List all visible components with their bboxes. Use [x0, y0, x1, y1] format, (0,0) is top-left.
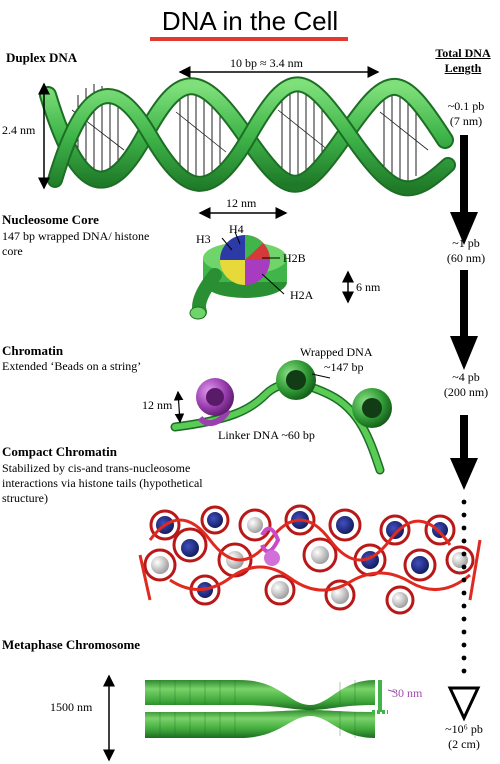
page-title: DNA in the Cell: [161, 6, 339, 36]
chromatin-title: Chromatin: [2, 343, 64, 358]
duplex-bp-label: 10 bp ≈ 3.4 nm: [230, 56, 303, 70]
duplex-length: ~0.1 pb (7 nm): [434, 99, 498, 129]
metaphase-chromosome: [103, 674, 396, 762]
wrapped-dna-label: Wrapped DNA: [300, 345, 373, 359]
histone-label-h4: H4: [229, 222, 244, 236]
title-underline: [150, 37, 348, 41]
chromatin-beads-on-string: [170, 360, 392, 475]
nucleosome-title: Nucleosome Core: [2, 212, 99, 227]
duplex-dna-title: Duplex DNA: [6, 50, 78, 65]
chromatin-length-nm: (200 nm): [443, 385, 489, 399]
compact-chromatin-desc: Stabilized by cis-and trans-nucleosome i…: [2, 461, 203, 505]
chromatin-desc: Extended ‘Beads on a string’: [2, 359, 142, 373]
histone-label-h3: H3: [196, 232, 211, 246]
chromatin-12nm-label: 12 nm: [142, 398, 173, 412]
nucleosome-height-label: 6 nm: [356, 280, 381, 294]
length-progression-arrows: [447, 135, 481, 722]
metaphase-height-label: 1500 nm: [50, 700, 93, 714]
nucleosome-length-nm: (60 nm): [446, 251, 486, 265]
linker-dna-label: Linker DNA ~60 bp: [218, 428, 315, 442]
total-length-header: Total DNA Length: [428, 46, 498, 76]
nucleosome-width-label: 12 nm: [226, 196, 257, 210]
dna-double-helix: [39, 76, 456, 197]
duplex-length-nm: (7 nm): [449, 114, 483, 128]
metaphase-title: Metaphase Chromosome: [2, 637, 141, 652]
metaphase-length-cm: (2 cm): [448, 737, 480, 751]
compact-chromatin-title: Compact Chromatin: [2, 444, 117, 459]
metaphase-length-value: ~10⁶ pb: [445, 722, 483, 736]
nucleosome-desc: 147 bp wrapped DNA/ histone core: [2, 229, 150, 258]
duplex-length-value: ~0.1 pb: [447, 99, 485, 113]
histone-label-h2a: H2A: [290, 288, 314, 302]
fiber-30nm-label: 30 nm: [392, 686, 423, 700]
duplex-width-label: 2.4 nm: [2, 123, 36, 137]
nucleosome-length-value: ~1 pb: [452, 236, 480, 250]
nucleosome-length: ~1 pb (60 nm): [434, 236, 498, 266]
chromatin-length-value: ~4 pb: [452, 370, 480, 384]
wrapped-dna-bp: ~147 bp: [324, 360, 364, 374]
total-length-header-line-2: Length: [444, 61, 482, 75]
total-length-header-line-1: Total DNA: [435, 46, 491, 60]
chromatin-length: ~4 pb (200 nm): [434, 370, 498, 400]
histone-label-h2b: H2B: [283, 251, 306, 265]
compact-chromatin-structure: [130, 502, 500, 615]
metaphase-length: ~10⁶ pb (2 cm): [432, 722, 496, 752]
nucleosome-core: [189, 207, 354, 320]
